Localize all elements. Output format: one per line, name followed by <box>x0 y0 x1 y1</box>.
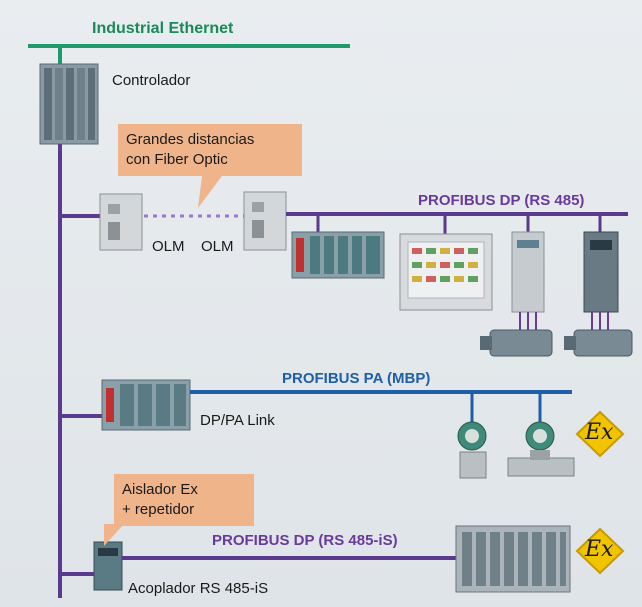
controller-device <box>39 63 99 145</box>
olm-right-label: OLM <box>201 238 234 255</box>
controller-label: Controlador <box>112 72 191 89</box>
dp-pa-link-label: DP/PA Link <box>200 412 275 429</box>
ex-badge-pa <box>575 410 625 458</box>
callout-ex-isolator: Aislador Ex + repetidor <box>114 474 254 526</box>
ex-symbol-pa: Ex <box>585 420 614 445</box>
drive-1-device <box>511 231 545 330</box>
coupler-label: Acoplador RS 485-iS <box>128 580 269 597</box>
industrial-ethernet-label: Industrial Ethernet <box>92 20 234 37</box>
remote-io-device <box>455 525 571 593</box>
profibus-dp-label: PROFIBUS DP (RS 485) <box>418 192 585 209</box>
callout-fiber-tail <box>198 176 222 208</box>
profibus-dp-is-label: PROFIBUS DP (RS 485-iS) <box>212 532 398 549</box>
callout-ex-line-1: Aislador Ex <box>122 481 198 498</box>
profibus-pa-label: PROFIBUS PA (MBP) <box>282 370 431 387</box>
drive-2-device <box>583 231 619 330</box>
ex-symbol-is: Ex <box>585 537 614 562</box>
callout-ex-line-2: + repetidor <box>122 501 195 518</box>
callout-ex-tail <box>104 524 124 546</box>
ex-badge-is <box>575 527 625 575</box>
flow-transmitter-icon <box>507 421 575 477</box>
hmi-panel-device <box>399 233 493 311</box>
callout-fiber-line-2: con Fiber Optic <box>126 151 228 168</box>
olm-left-label: OLM <box>152 238 185 255</box>
pressure-transmitter-icon <box>457 421 487 479</box>
olm-left-device <box>99 193 143 251</box>
plc-rack-device <box>291 231 385 279</box>
olm-right-device <box>243 191 287 251</box>
motor-2-icon <box>564 329 633 357</box>
dp-pa-link-device <box>101 379 191 431</box>
motor-1-icon <box>480 329 553 357</box>
coupler-device <box>93 541 123 591</box>
callout-fiber-optic: Grandes distancias con Fiber Optic <box>118 124 302 176</box>
callout-fiber-line-1: Grandes distancias <box>126 131 255 148</box>
